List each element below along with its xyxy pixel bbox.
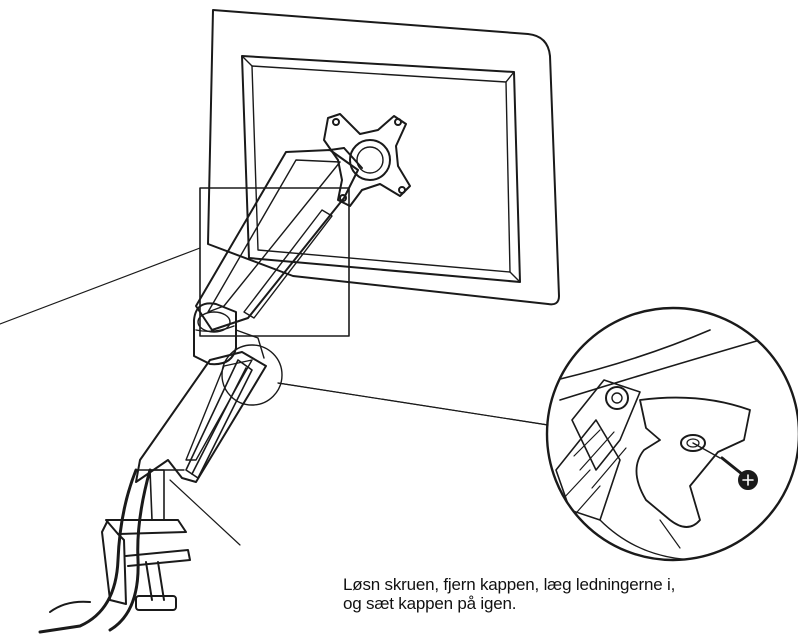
forearm <box>135 351 267 483</box>
upper-arm <box>195 147 363 331</box>
vesa-mount-plate <box>323 113 411 207</box>
detail-leader-line <box>277 382 549 426</box>
gas-spring-strut <box>185 359 253 479</box>
detail-selection-box <box>199 187 350 337</box>
elbow-joint <box>193 302 265 366</box>
zoom-origin-circle <box>221 344 283 406</box>
caption-line-2: og sæt kappen på igen. <box>343 594 517 613</box>
instruction-caption: Løsn skruen, fjern kappen, læg ledninger… <box>343 575 783 613</box>
desk-clamp <box>101 469 191 611</box>
caption-line-1: Løsn skruen, fjern kappen, læg ledninger… <box>343 575 676 594</box>
cables <box>38 468 152 634</box>
screw-icon <box>720 456 758 490</box>
detail-magnified-view <box>545 306 798 562</box>
